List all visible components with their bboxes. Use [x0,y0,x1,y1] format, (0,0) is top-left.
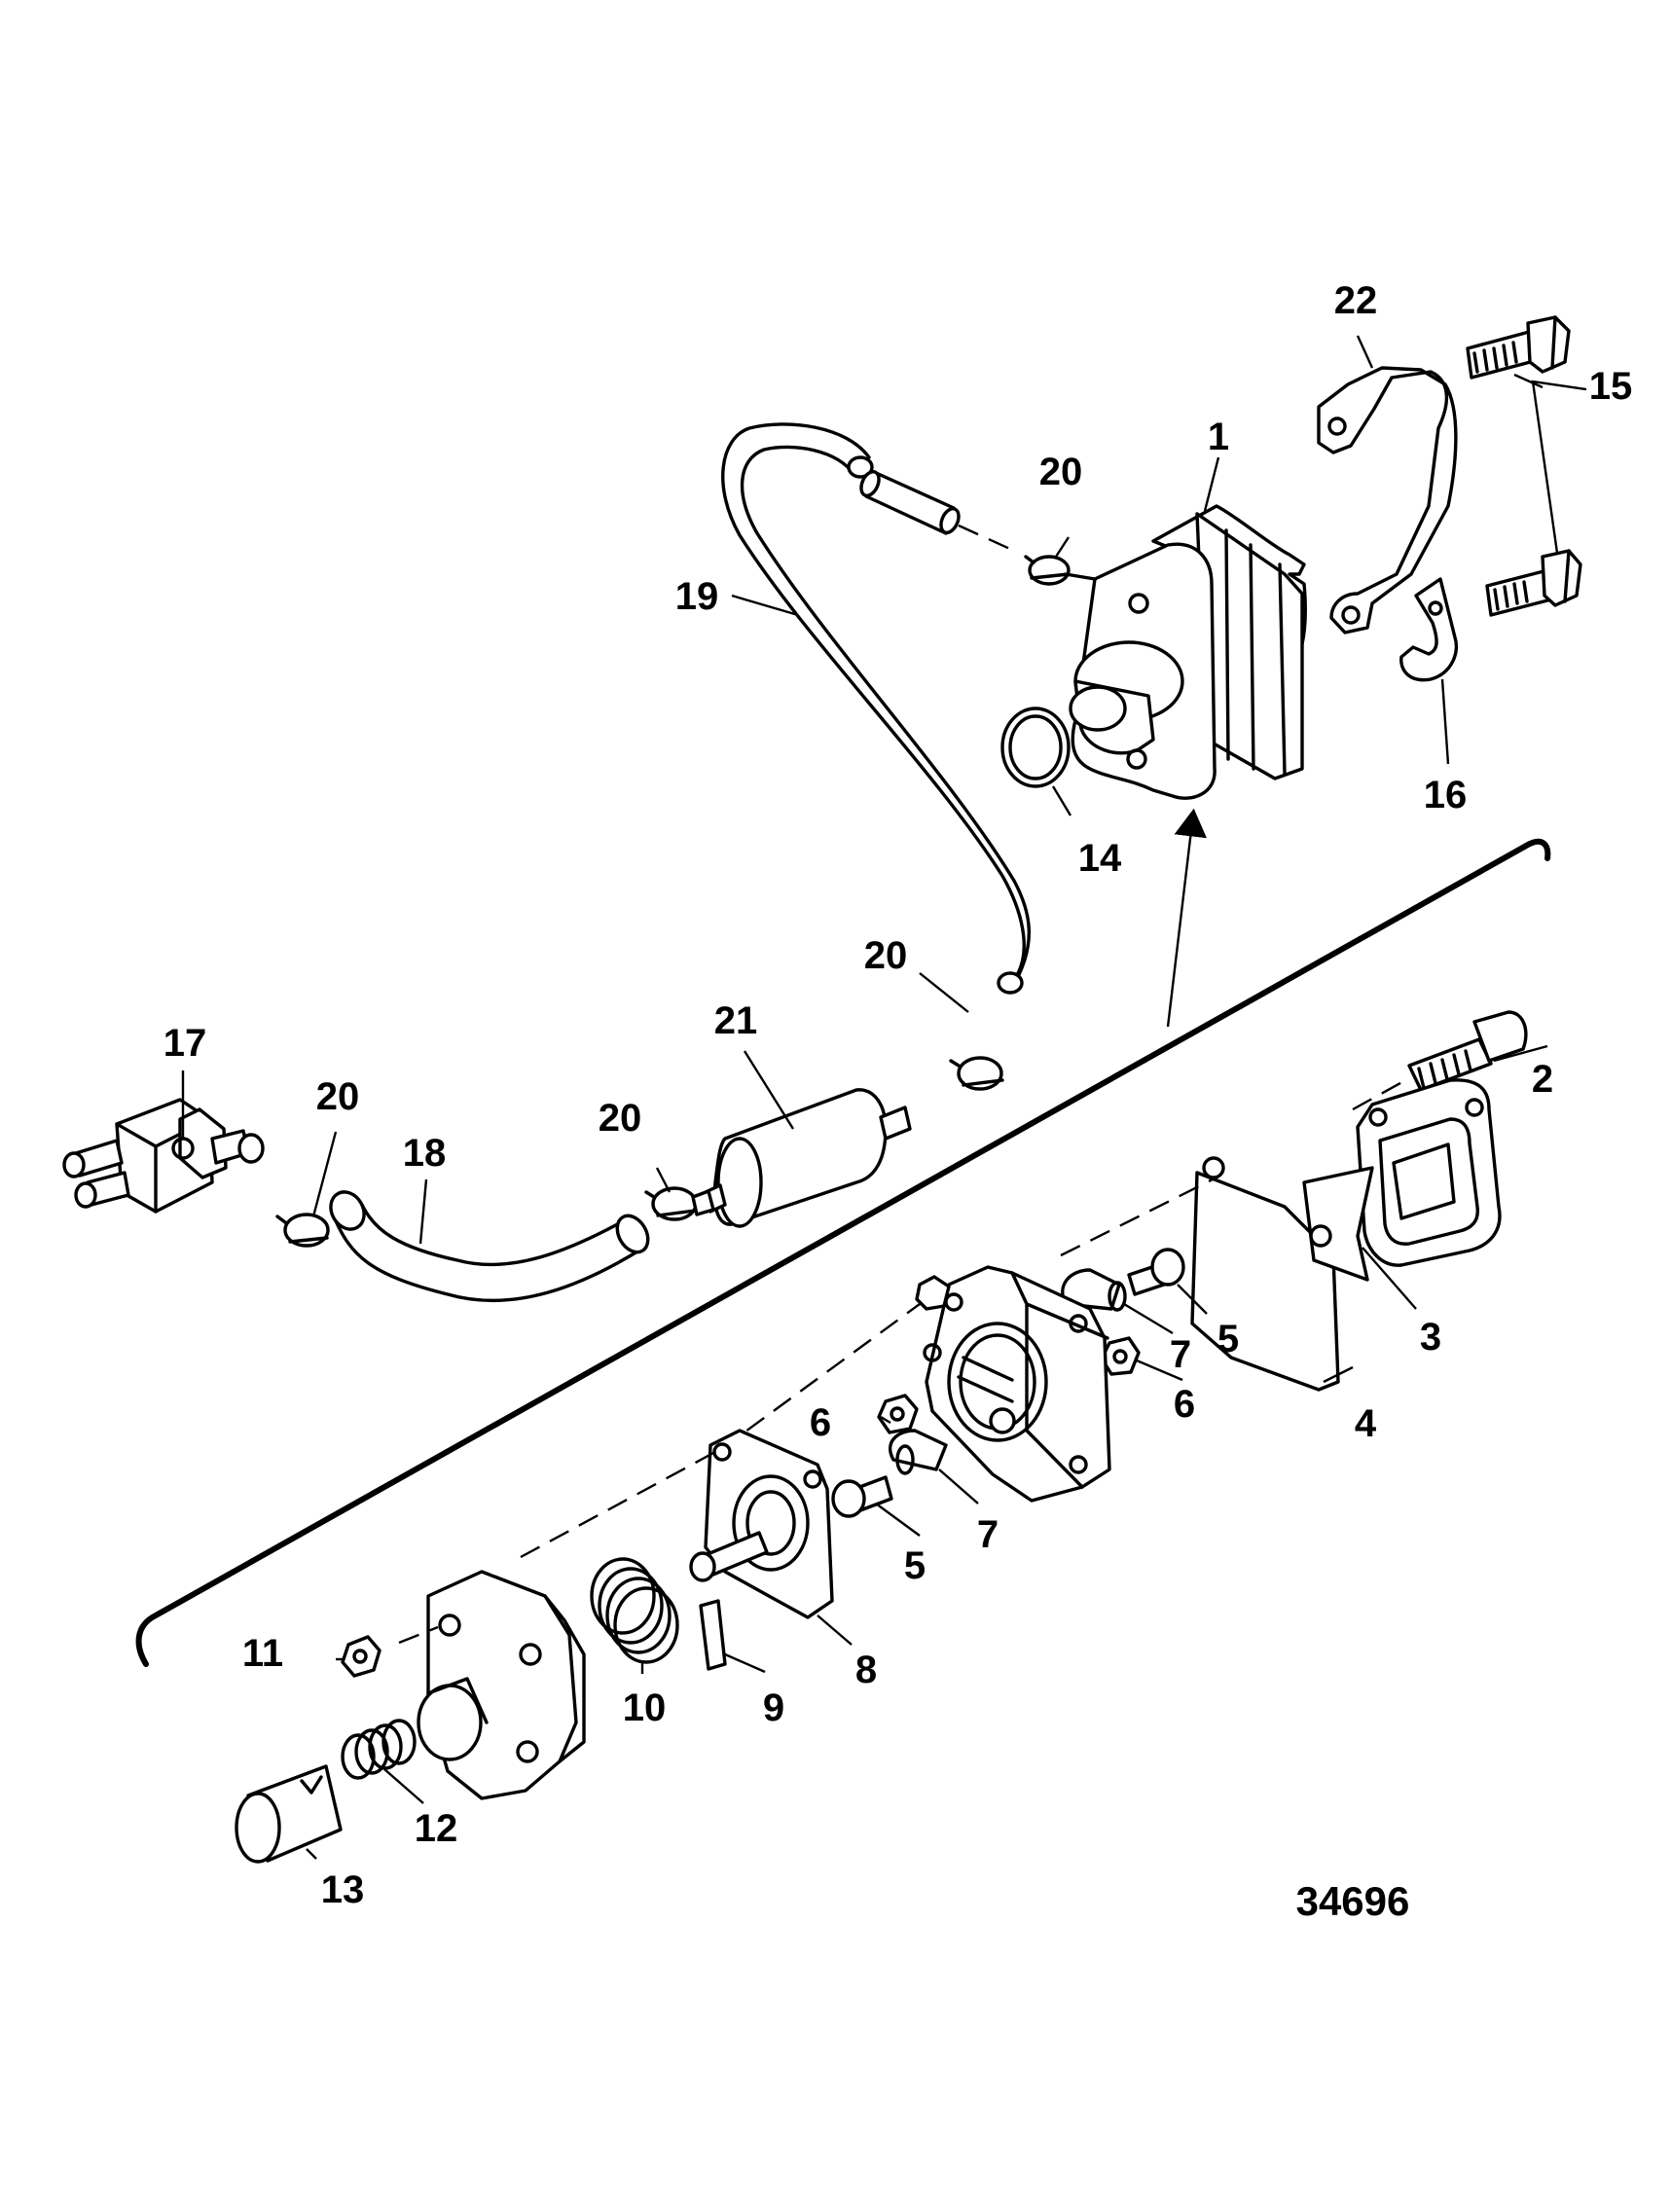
part-5-screw-lower [831,1475,893,1518]
part-2-screw [1407,1010,1528,1092]
part-short-hose [859,469,961,535]
callout-16: 16 [1424,774,1468,816]
callout-13: 13 [321,1868,365,1911]
part-15-bolt-lower [1485,549,1582,617]
part-20-clamp-b [949,1056,1004,1091]
callout-1: 1 [1208,416,1229,458]
callout-6-upper: 6 [1174,1383,1195,1426]
assembly-arrow [1166,808,1207,1028]
callout-20-far-left: 20 [316,1075,360,1118]
part-20-clamp-c [644,1186,698,1221]
callout-19: 19 [675,575,719,618]
part-17-fitting [62,1098,265,1214]
callout-20-mid: 20 [864,934,908,977]
callout-12: 12 [415,1807,458,1850]
callout-4: 4 [1355,1402,1377,1445]
callout-8: 8 [855,1649,877,1691]
callout-21: 21 [714,999,758,1042]
callout-10: 10 [623,1686,667,1729]
part-19-fuel-hose [721,422,1031,995]
part-9-pin [699,1599,727,1671]
callout-7-lower: 7 [977,1513,999,1556]
part-21-fuel-filter [691,1088,912,1228]
callout-20-top: 20 [1039,451,1083,493]
callout-5-upper: 5 [1217,1318,1239,1360]
part-3-cover [1356,1078,1502,1267]
callout-22: 22 [1334,279,1378,322]
part-22-mounting-bracket [1317,366,1458,635]
part-20-clamp-a [1024,555,1071,586]
part-16-clip [1399,577,1458,682]
part-7-check-valve-lower [888,1429,948,1475]
part-13-plunger [235,1764,343,1864]
callout-11: 11 [242,1632,283,1675]
leader-lines [181,335,1587,1860]
part-20-clamp-d [275,1213,330,1248]
callout-5-lower: 5 [904,1544,926,1587]
part-11-nut [341,1635,381,1678]
callout-6-lower: 6 [810,1401,831,1444]
part-14-o-ring [1000,707,1071,788]
callout-14: 14 [1078,837,1122,880]
callout-7-upper: 7 [1170,1333,1191,1376]
assembly-bracket-line [135,838,1551,1667]
callout-18: 18 [403,1132,447,1175]
part-4-gasket [1190,1156,1374,1392]
pump-body [915,1265,1111,1503]
figure-number: 34696 [1296,1878,1410,1924]
part-1-fuel-pump [1064,504,1307,800]
part-6-nut-upper [1100,1336,1141,1376]
part-18-hose [329,1190,650,1303]
pump-cover [417,1570,586,1800]
part-15-bolt-upper [1466,315,1571,380]
callout-2: 2 [1532,1058,1553,1101]
callout-17: 17 [163,1022,207,1065]
callout-15: 15 [1589,365,1633,408]
part-12-spring-small [341,1719,417,1780]
callout-3: 3 [1420,1316,1441,1359]
part-6-nut-lower [877,1394,919,1434]
callout-20-left: 20 [599,1097,642,1140]
part-5-screw-upper [1127,1248,1185,1296]
callout-labels: 1 2 3 4 5 5 6 6 7 7 8 9 10 11 12 13 14 1… [163,279,1633,1911]
part-8-diaphragm [689,1429,834,1619]
callout-9: 9 [763,1686,784,1729]
part-10-spring [590,1557,679,1664]
